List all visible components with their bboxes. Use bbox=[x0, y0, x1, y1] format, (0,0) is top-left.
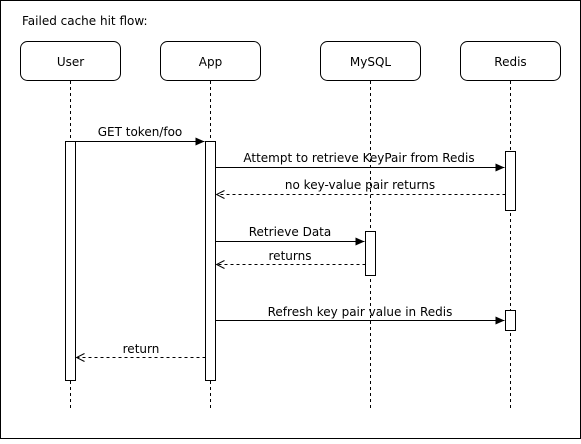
message-label-get-token: GET token/foo bbox=[98, 125, 183, 139]
participant-redis: Redis bbox=[460, 41, 561, 81]
message-label-returns: returns bbox=[269, 249, 312, 263]
activation-redis-lookup bbox=[505, 151, 516, 211]
message-label-no-key-value: no key-value pair returns bbox=[285, 178, 435, 192]
participant-label-user: User bbox=[57, 55, 84, 69]
activation-user bbox=[65, 141, 76, 381]
message-label-retrieve-data: Retrieve Data bbox=[249, 225, 332, 239]
message-label-refresh: Refresh key pair value in Redis bbox=[268, 305, 453, 319]
activation-app bbox=[205, 141, 216, 381]
participant-user: User bbox=[20, 41, 121, 81]
activation-redis-refresh bbox=[505, 310, 516, 331]
message-label-attempt-retrieve: Attempt to retrieve KeyPair from Redis bbox=[243, 151, 474, 165]
participant-mysql: MySQL bbox=[320, 41, 421, 81]
participant-label-redis: Redis bbox=[494, 55, 526, 69]
participant-label-mysql: MySQL bbox=[350, 55, 392, 69]
message-label-return: return bbox=[123, 342, 160, 356]
activation-mysql bbox=[365, 231, 376, 276]
participant-app: App bbox=[160, 41, 261, 81]
diagram-title: Failed cache hit flow: bbox=[22, 14, 148, 28]
participant-label-app: App bbox=[199, 55, 222, 69]
